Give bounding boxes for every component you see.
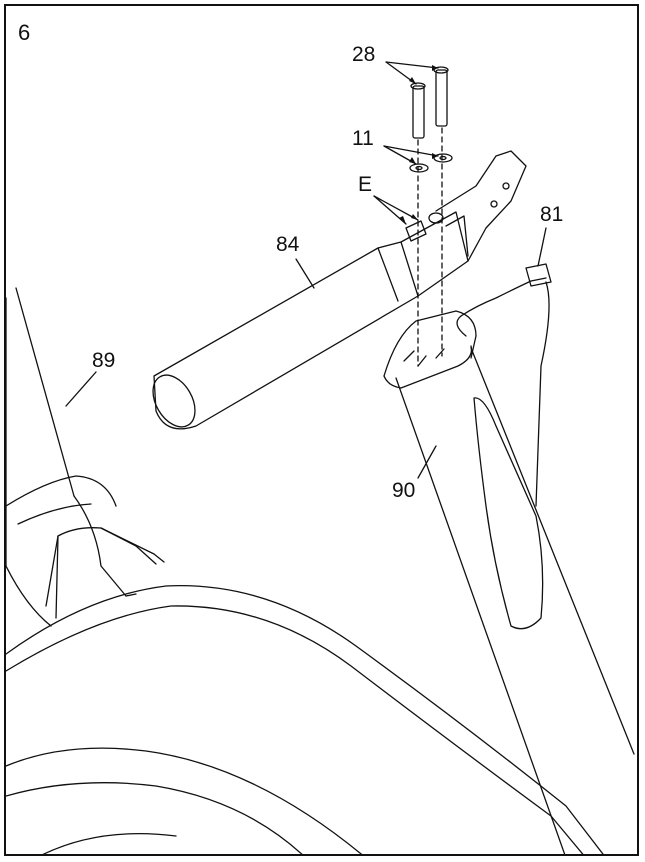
wire-harness-81 [456,263,552,507]
leader-lines [65,61,547,479]
arrowheads [399,65,438,224]
bolts-28 [410,66,449,139]
left-upright-89 [6,287,165,627]
right-upright-90 [383,310,635,854]
assembly-drawing [6,61,635,854]
alignment-lines [417,127,443,367]
callout-washers-11: 11 [352,127,374,150]
callout-wire-connectors-e: E [358,173,373,196]
callout-handlebar-84: 84 [276,233,300,256]
washers-11 [409,153,453,173]
callout-left-upright-89: 89 [92,349,116,372]
step-number: 6 [18,20,31,45]
handlebar-84 [152,150,527,430]
callout-right-upright-90: 90 [392,479,416,502]
diagram-frame: 6 28 11 E 84 81 89 90 [4,4,639,856]
callout-bolts-28: 28 [352,43,376,66]
base-frame [6,584,604,854]
callout-wire-harness-81: 81 [540,203,564,226]
